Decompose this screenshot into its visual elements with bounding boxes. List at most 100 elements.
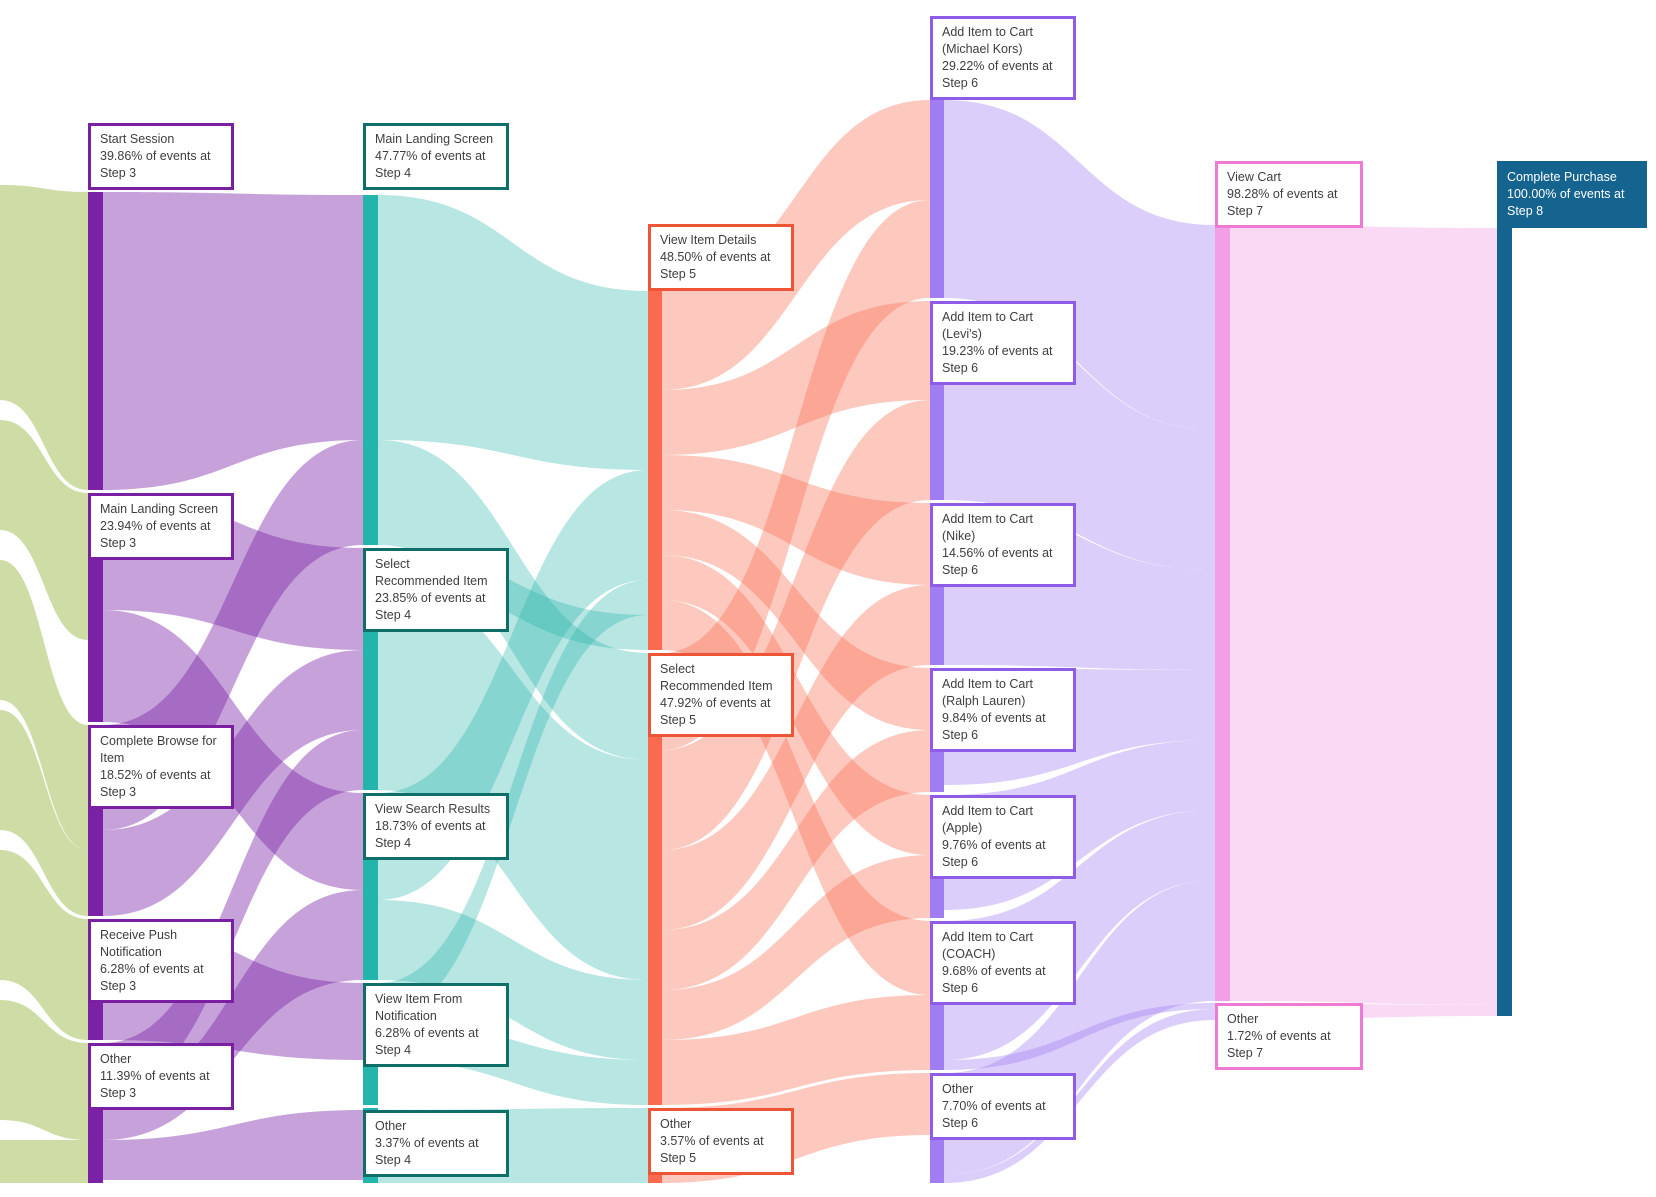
node-label-percentage: 29.22% of events at Step 6: [942, 59, 1053, 90]
flow-in-to-s3-complete-browse[interactable]: [0, 560, 88, 850]
node-label-s8-complete-purchase[interactable]: Complete Purchase 100.00% of events at St…: [1497, 161, 1647, 228]
node-label-s6-michael-kors[interactable]: Add Item to Cart (Michael Kors)29.22% of…: [930, 16, 1076, 100]
node-s4-main-landing[interactable]: [363, 195, 378, 545]
node-label-name: View Item From Notification: [375, 992, 463, 1023]
node-label-name: Add Item to Cart (Levi's): [942, 310, 1034, 341]
flow-s5-view-details-to-s6-michael-kors[interactable]: [662, 100, 930, 390]
node-label-s6-nike[interactable]: Add Item to Cart (Nike)14.56% of events …: [930, 503, 1076, 587]
flow-s3-other-to-s4-other[interactable]: [103, 1110, 363, 1180]
node-label-percentage: 47.77% of events at Step 4: [375, 149, 486, 180]
flow-s5-view-details-to-s6-coach[interactable]: [662, 600, 930, 995]
node-s5-select-rec[interactable]: [648, 653, 662, 1105]
node-label-percentage: 1.72% of events at Step 7: [1227, 1029, 1331, 1060]
flow-s5-select-rec-to-s6-coach[interactable]: [662, 995, 930, 1105]
node-label-s3-start-session[interactable]: Start Session 39.86% of events at Step 3: [88, 123, 234, 190]
node-label-percentage: 3.57% of events at Step 5: [660, 1134, 764, 1165]
node-label-s4-other[interactable]: Other 3.37% of events at Step 4: [363, 1110, 509, 1177]
flow-s3-start-session-to-s4-main-landing[interactable]: [103, 192, 363, 490]
node-label-s6-other[interactable]: Other 7.70% of events at Step 6: [930, 1073, 1076, 1140]
node-label-percentage: 47.92% of events at Step 5: [660, 696, 771, 727]
node-label-percentage: 48.50% of events at Step 5: [660, 250, 771, 281]
node-label-s7-other[interactable]: Other 1.72% of events at Step 7: [1215, 1003, 1363, 1070]
node-label-name: Other: [1227, 1012, 1259, 1026]
flow-s4-select-rec-to-s5-select-rec[interactable]: [378, 580, 648, 980]
node-label-name: Select Recommended Item: [660, 662, 773, 693]
flow-s6-coach-to-s7-other[interactable]: [944, 1003, 1215, 1070]
flow-s6-other-to-s7-other[interactable]: [944, 1009, 1215, 1183]
node-label-percentage: 6.28% of events at Step 4: [375, 1026, 479, 1057]
node-s3-start-session[interactable]: [88, 192, 103, 490]
node-label-name: Main Landing Screen: [375, 132, 494, 146]
node-label-percentage: 18.52% of events at Step 3: [100, 768, 211, 799]
node-label-percentage: 9.68% of events at Step 6: [942, 964, 1046, 995]
flow-s3-other-to-s4-select-rec[interactable]: [103, 730, 363, 1095]
flow-s5-select-rec-to-s6-michael-kors[interactable]: [662, 200, 930, 750]
node-label-name: Complete Purchase: [1507, 170, 1617, 184]
node-label-name: Other: [100, 1052, 132, 1066]
node-label-name: Other: [942, 1082, 974, 1096]
node-label-percentage: 9.84% of events at Step 6: [942, 711, 1046, 742]
flow-s5-select-rec-to-s6-apple[interactable]: [662, 855, 930, 1040]
node-s7-view-cart[interactable]: [1215, 225, 1230, 1001]
node-label-name: Add Item to Cart (Michael Kors): [942, 25, 1034, 56]
flow-s5-select-rec-to-s6-nike[interactable]: [662, 585, 930, 930]
node-label-percentage: 14.56% of events at Step 6: [942, 546, 1053, 577]
flow-s7-view-cart-to-s8-complete-purchase[interactable]: [1230, 225, 1497, 1005]
flow-s4-main-landing-to-s5-select-rec[interactable]: [378, 440, 648, 760]
node-label-name: Add Item to Cart (Nike): [942, 512, 1034, 543]
node-s5-view-details[interactable]: [648, 291, 662, 650]
node-label-percentage: 3.37% of events at Step 4: [375, 1136, 479, 1167]
node-label-s4-main-landing[interactable]: Main Landing Screen 47.77% of events at S…: [363, 123, 509, 190]
node-label-name: Start Session: [100, 132, 175, 146]
node-label-s6-apple[interactable]: Add Item to Cart (Apple)9.76% of events …: [930, 795, 1076, 879]
flow-s6-michael-kors-to-s7-view-cart[interactable]: [944, 100, 1215, 430]
node-label-percentage: 7.70% of events at Step 6: [942, 1099, 1046, 1130]
node-label-percentage: 39.86% of events at Step 3: [100, 149, 211, 180]
node-label-percentage: 100.00% of events at Step 8: [1507, 187, 1625, 218]
flow-s5-view-details-to-s6-apple[interactable]: [662, 555, 930, 855]
node-s8-complete-purchase[interactable]: [1497, 228, 1512, 1016]
node-s6-michael-kors[interactable]: [930, 100, 944, 298]
node-label-s6-levis[interactable]: Add Item to Cart (Levi's)19.23% of event…: [930, 301, 1076, 385]
flow-in-to-s3-main-landing[interactable]: [0, 420, 88, 640]
node-label-percentage: 98.28% of events at Step 7: [1227, 187, 1338, 218]
flow-in-to-s3-other[interactable]: [0, 1000, 88, 1140]
node-label-name: Main Landing Screen: [100, 502, 219, 516]
flow-in-to-s3-start-session[interactable]: [0, 185, 88, 490]
node-label-percentage: 23.94% of events at Step 3: [100, 519, 211, 550]
node-label-s6-ralph-lauren[interactable]: Add Item to Cart (Ralph Lauren)9.84% of …: [930, 668, 1076, 752]
flow-s5-select-rec-to-s6-ralph-lauren[interactable]: [662, 730, 930, 990]
node-label-name: Complete Browse for Item: [100, 734, 217, 765]
node-label-name: Other: [375, 1119, 407, 1133]
flow-s4-view-item-notif-to-s5-view-details[interactable]: [378, 580, 648, 1020]
flow-s5-view-details-to-s6-nike[interactable]: [662, 455, 930, 585]
node-label-s3-main-landing[interactable]: Main Landing Screen 23.94% of events at S…: [88, 493, 234, 560]
flow-s4-view-search-to-s5-view-details[interactable]: [378, 470, 648, 900]
flow-in-to-s3-push-notif[interactable]: [0, 850, 88, 1040]
flow-in-to-s3-complete-browse[interactable]: [0, 710, 88, 916]
flow-s4-view-search-to-s5-select-rec[interactable]: [378, 900, 648, 1060]
flow-in-to-s3-other[interactable]: [0, 1140, 88, 1183]
node-label-s6-coach[interactable]: Add Item to Cart (COACH)9.68% of events …: [930, 921, 1076, 1005]
node-label-percentage: 23.85% of events at Step 4: [375, 591, 486, 622]
node-label-name: Add Item to Cart (COACH): [942, 930, 1034, 961]
flow-s4-main-landing-to-s5-view-details[interactable]: [378, 195, 648, 470]
flow-s5-select-rec-to-s6-levis[interactable]: [662, 400, 930, 850]
node-label-name: Add Item to Cart (Apple): [942, 804, 1034, 835]
node-label-name: Add Item to Cart (Ralph Lauren): [942, 677, 1034, 708]
node-label-percentage: 19.23% of events at Step 6: [942, 344, 1053, 375]
flow-s5-view-details-to-s6-levis[interactable]: [662, 301, 930, 455]
flow-s5-view-details-to-s6-ralph-lauren[interactable]: [662, 510, 930, 730]
